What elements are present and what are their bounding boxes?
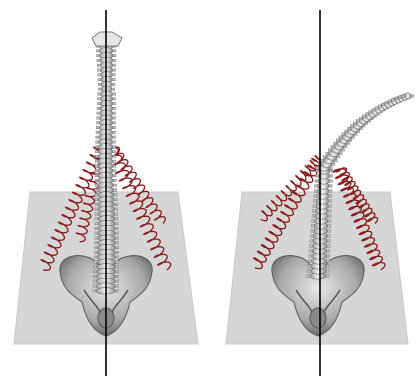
skull-base-left [92,32,122,46]
panel-right [226,10,414,376]
panel-left [14,10,198,376]
